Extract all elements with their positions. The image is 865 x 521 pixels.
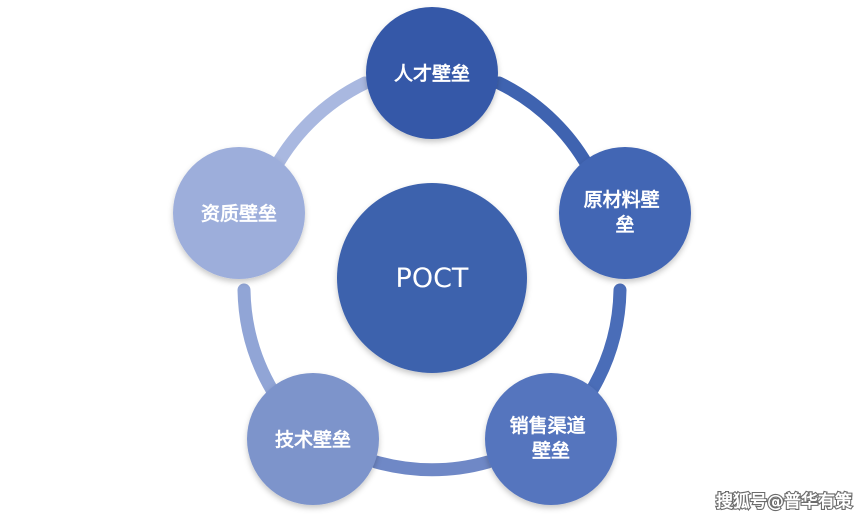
node-label-line: 技术壁垒 (275, 428, 351, 451)
node-circle-raw-material (559, 147, 691, 279)
node-label-sales-channel: 销售渠道 壁垒 (510, 414, 593, 462)
ring-arc-raw-material-sales-channel (585, 283, 627, 397)
center-label: POCT (396, 263, 469, 294)
barrier-node-talent: 人才壁垒 (366, 7, 498, 139)
node-label-raw-material: 原材料壁 垒 (584, 188, 667, 236)
node-label-technology: 技术壁垒 (275, 428, 351, 451)
node-label-line: 壁垒 (532, 439, 570, 462)
ring-arc-qualification-talent (264, 76, 372, 183)
center-circle (337, 183, 527, 373)
node-label-qualification: 资质壁垒 (201, 202, 277, 225)
ring-arc-sales-channel-technology (369, 455, 495, 477)
watermark-text: 搜狐号@普华有策 (716, 491, 853, 512)
barrier-node-sales-channel: 销售渠道 壁垒 (485, 373, 617, 505)
barrier-node-qualification: 资质壁垒 (173, 147, 305, 279)
center-node: POCT (337, 183, 527, 373)
barrier-node-raw-material: 原材料壁 垒 (559, 147, 691, 279)
node-circle-technology (247, 373, 379, 505)
node-circle-talent (366, 7, 498, 139)
ring-arc-technology-qualification (237, 283, 279, 397)
node-circle-qualification (173, 147, 305, 279)
node-label-talent: 人才壁垒 (394, 62, 470, 85)
node-label-line: 垒 (615, 213, 634, 236)
node-label-line: 人才壁垒 (394, 62, 470, 85)
node-label-line: 原材料壁 (584, 188, 660, 211)
node-label-line: 销售渠道 (510, 414, 586, 437)
ring-arc-talent-raw-material (492, 76, 600, 183)
node-label-line: 资质壁垒 (201, 202, 277, 225)
barrier-node-technology: 技术壁垒 (247, 373, 379, 505)
node-circle-sales-channel (485, 373, 617, 505)
